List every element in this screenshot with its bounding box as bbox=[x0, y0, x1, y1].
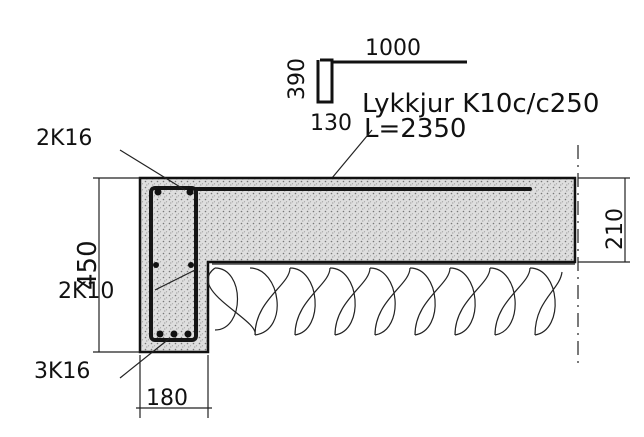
top-bars-label: 2K16 bbox=[36, 126, 92, 151]
dimension-lines bbox=[93, 145, 630, 418]
bend-height-label: 390 bbox=[285, 58, 310, 100]
bent-bar-detail: 1000 390 130 Lykkjur K10c/c250 L=2350 bbox=[285, 36, 599, 191]
bend-width-label: 130 bbox=[310, 111, 352, 136]
bar-length-label: L=2350 bbox=[364, 114, 466, 144]
height-label: 450 bbox=[73, 240, 103, 290]
insulation-loops-pattern bbox=[207, 263, 575, 336]
slab-thickness-label: 210 bbox=[603, 208, 628, 250]
width-label: 180 bbox=[146, 386, 188, 411]
bottom-bars-label: 3K16 bbox=[34, 359, 90, 384]
side-bars-label: 2K10 bbox=[58, 279, 114, 304]
bend-length-label: 1000 bbox=[365, 36, 421, 61]
leader-lines bbox=[119, 149, 196, 379]
bar-spec-label: Lykkjur K10c/c250 bbox=[362, 89, 599, 119]
reinforcement bbox=[149, 186, 532, 342]
